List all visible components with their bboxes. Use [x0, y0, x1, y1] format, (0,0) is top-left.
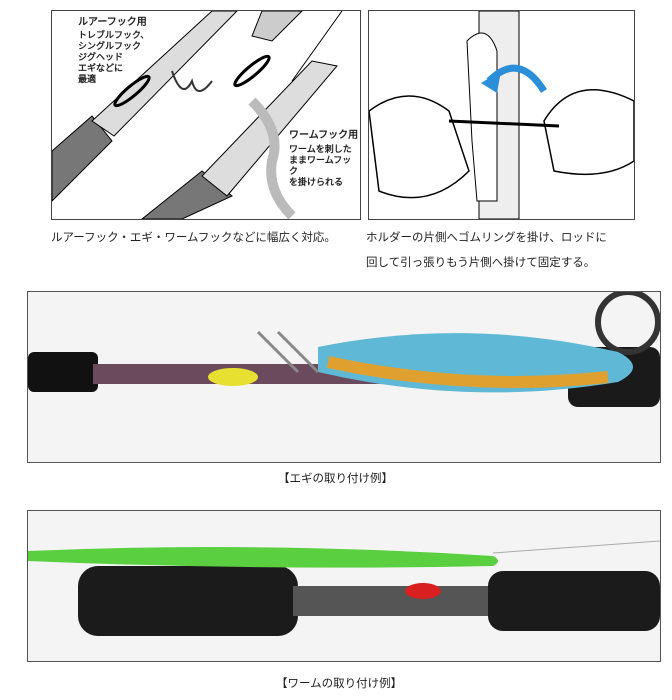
desc-line: 最適	[78, 75, 97, 85]
desc-line: トレブルフック、	[78, 31, 150, 41]
desc-line: ワームを刺した	[289, 145, 352, 155]
caption-hook-types: ルアーフック・エギ・ワームフックなどに幅広く対応。	[51, 230, 336, 244]
attach-illustration	[368, 10, 635, 220]
holder-yellow	[208, 368, 258, 386]
holder-attach-drawing	[369, 11, 634, 219]
holder-red	[405, 583, 441, 599]
caption-attach-2: 回して引っ張りもう片側へ掛けて固定する。	[366, 255, 596, 269]
worm-hook-title: ワームフック用	[289, 130, 359, 141]
egi-example-photo	[27, 291, 661, 463]
lure-hook-title: ルアーフック用	[78, 17, 147, 28]
lure-hook-desc: トレブルフック、 シングルフック ジグヘッド エギなどに 最適	[78, 31, 149, 86]
caption-attach-1: ホルダーの片側へゴムリングを掛け、ロッドに	[366, 230, 607, 244]
worm-hook-desc: ワームを刺した ままワームフック を掛けられる	[289, 145, 360, 189]
desc-line: を掛けられる	[289, 178, 344, 188]
caption-egi: 【エギの取り付け例】	[278, 471, 393, 485]
rod-hook-drawing	[52, 11, 343, 219]
desc-line: エギなどに	[78, 64, 124, 74]
desc-line: シングルフック	[78, 42, 142, 52]
worm-example-photo	[27, 510, 661, 662]
hook-types-illustration: ルアーフック用 トレブルフック、 シングルフック ジグヘッド エギなどに 最適 …	[51, 10, 361, 220]
desc-line: ままワームフック	[289, 156, 352, 177]
caption-worm: 【ワームの取り付け例】	[276, 676, 403, 690]
desc-line: ジグヘッド	[78, 53, 124, 63]
